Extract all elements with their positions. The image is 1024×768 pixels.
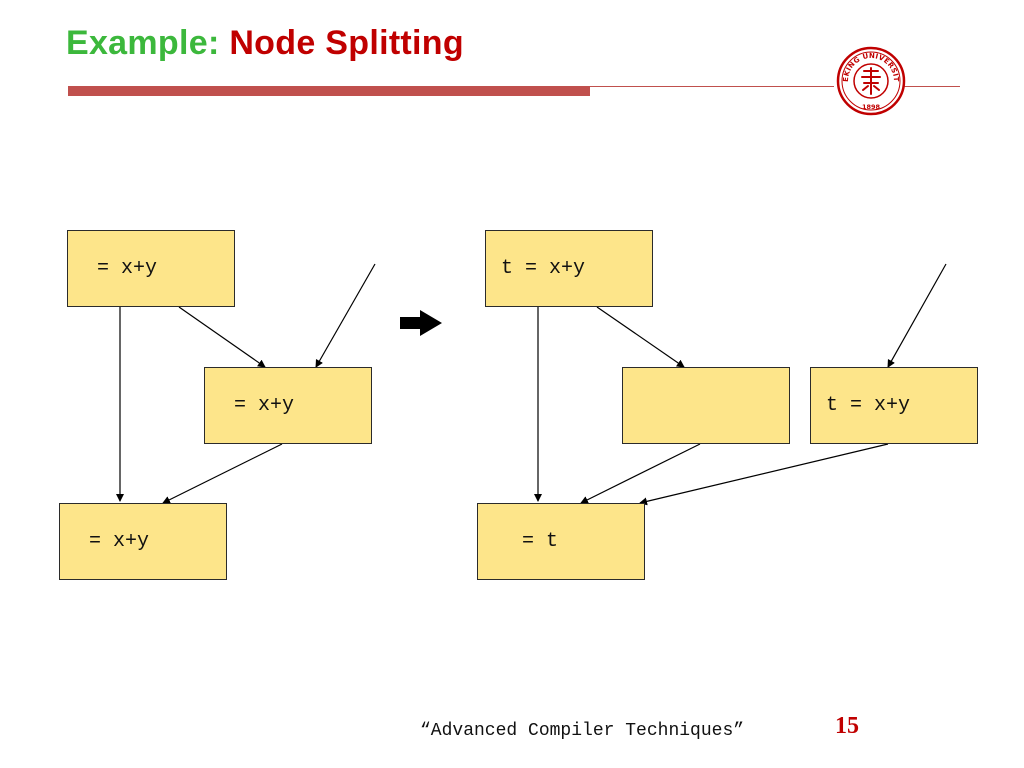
edge-right-middle-right-to-bottom [639,443,889,506]
node-after-middle-left [622,367,790,444]
slide-footer: “Advanced Compiler Techniques” [420,721,745,741]
title-underline-thin-right [904,86,960,87]
node-after-top-label: t = x+y [501,257,586,280]
page-number: 15 [835,713,859,739]
node-after-top [485,230,653,307]
node-after-bottom-label: = t [522,530,559,553]
node-after-middle-right [810,367,978,444]
edge-right-top-to-middle-left [596,306,685,368]
seal-year: 1898 [862,103,881,111]
node-after-middle-right-label: t = x+y [826,394,911,417]
university-seal-logo: PEKING UNIVERSITY 1898 [836,46,906,116]
node-before-middle-label: = x+y [234,394,295,417]
title-underline-thin [590,86,834,87]
node-before-top-label: = x+y [97,257,158,280]
edge-left-middle-to-bottom [162,443,283,504]
node-before-bottom [59,503,227,580]
node-before-bottom-label: = x+y [89,530,150,553]
edge-right-incoming-to-middle-right [887,263,947,368]
title-main: Node Splitting [229,24,464,62]
node-before-top [67,230,235,307]
title-prefix: Example: [66,24,220,62]
title-underline-thick [68,86,590,96]
edge-left-top-to-middle [178,306,266,368]
transform-arrow [400,310,442,336]
node-after-bottom [477,503,645,580]
edge-left-incoming-to-middle [315,263,376,368]
node-before-middle [204,367,372,444]
edge-right-middle-left-to-bottom [580,443,701,504]
slide-title: Example: Node Splitting [66,24,464,63]
